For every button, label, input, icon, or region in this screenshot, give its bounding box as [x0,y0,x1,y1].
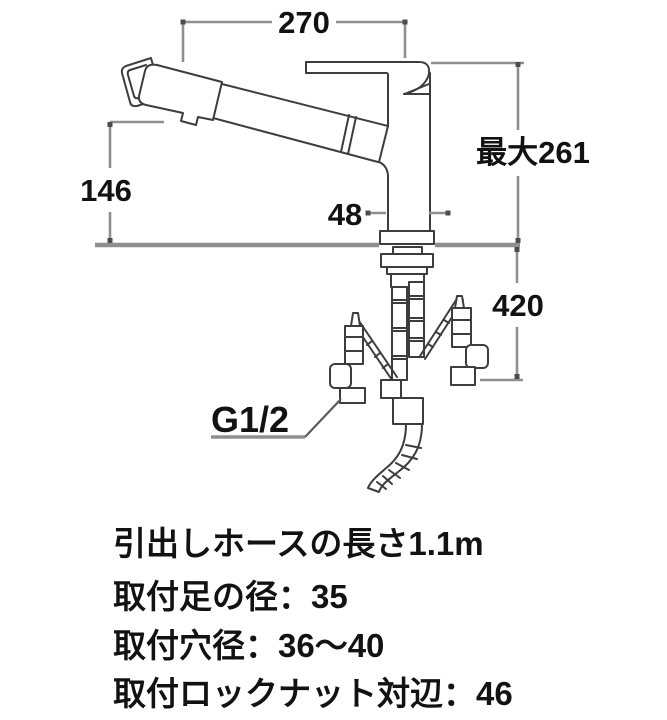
connector-nut [339,387,366,404]
dim-270: 270 [180,5,408,62]
dim-270-label: 270 [278,5,330,40]
connector-tip [350,312,361,327]
spec-notes: 引出しホースの長さ1.1m 取付足の径：35 取付穴径：36～40 取付ロックナ… [113,525,513,712]
dim-48: 48 [328,197,451,232]
pullout-hose [367,379,424,493]
pullout-coupling [392,397,424,425]
spray-head [120,57,223,126]
supply-hoses [351,281,464,381]
dim-max261: 最大261 [431,61,590,243]
dim-max261-label: 最大261 [476,135,590,170]
lever-handle [305,61,431,95]
pullout-nut [380,379,402,399]
hose-right-strip [408,281,425,358]
spray-head-body [137,63,223,126]
spout [212,83,389,163]
mounting-shank [380,246,434,288]
dim-146: 146 [80,120,164,243]
pivot-curve [403,73,430,95]
supply-connector-left [329,312,366,404]
dim-420-label: 420 [492,288,544,323]
g12-label: G1/2 [211,399,289,440]
connector-nut [450,366,476,386]
note-locknut-width: 取付ロックナット対辺：46 [113,675,513,712]
supply-connector-right [450,295,489,386]
dim-146-label: 146 [80,173,132,208]
connector-elbow [329,363,352,389]
base-flange [379,230,435,245]
callout-g12: G1/2 [211,398,342,440]
connector-elbow [465,344,489,369]
dim-48-label: 48 [328,197,362,232]
lock-nut [380,253,434,268]
note-hose-length: 引出しホースの長さ1.1m [113,525,484,562]
faucet-above-counter [120,57,435,245]
pullout-hose-curl [367,423,423,493]
connector-tip [454,295,465,309]
note-hole-diameter: 取付穴径：36～40 [113,627,384,664]
dimensions: 270 146 最大261 48 [80,5,590,440]
note-foot-diameter: 取付足の径：35 [113,578,348,615]
faucet-body [378,72,435,245]
dim-420: 420 [480,247,544,382]
